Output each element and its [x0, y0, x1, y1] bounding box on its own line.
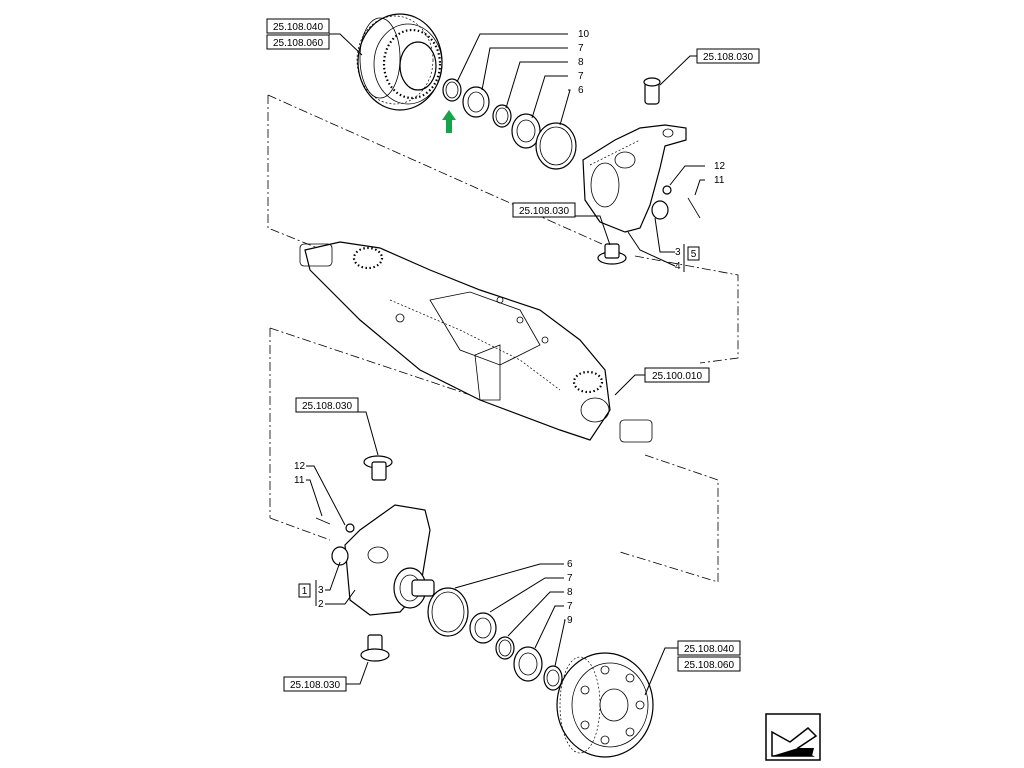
- bottom-bearing-set: [427, 587, 563, 691]
- svg-text:25.108.030: 25.108.030: [302, 401, 352, 412]
- svg-text:25.108.030: 25.108.030: [290, 680, 340, 691]
- green-up-arrow-icon: [442, 110, 456, 133]
- bottom-hub-assembly: [556, 652, 654, 758]
- item-2: 2: [318, 599, 324, 610]
- bearing-7-upper: [462, 86, 490, 118]
- item-3: 3: [318, 585, 324, 596]
- item-7: 7: [567, 601, 573, 612]
- item-8: 8: [578, 57, 584, 68]
- svg-text:25.108.030: 25.108.030: [519, 206, 569, 217]
- bearing-7-lower: [469, 612, 497, 644]
- item-12: 12: [294, 461, 306, 472]
- item-9: 9: [567, 615, 573, 626]
- item-7: 7: [578, 71, 584, 82]
- svg-text:25.108.060: 25.108.060: [273, 38, 323, 49]
- bearing-7b-lower: [513, 646, 543, 682]
- svg-text:25.108.060: 25.108.060: [684, 660, 734, 671]
- svg-text:25.108.040: 25.108.040: [273, 22, 323, 33]
- callout-left-upper-pivot[interactable]: 25.108.030: [295, 397, 359, 413]
- svg-text:5: 5: [691, 249, 697, 260]
- item-6: 6: [567, 559, 573, 570]
- svg-text:25.108.030: 25.108.030: [703, 52, 753, 63]
- item-6: 6: [578, 85, 584, 96]
- seal-6-upper: [535, 122, 577, 170]
- callout-axle-shaft[interactable]: 25.100.010: [644, 367, 710, 383]
- callout-bottom-right-a[interactable]: 25.108.040: [677, 640, 741, 656]
- callout-top-left-a[interactable]: 25.108.040: [266, 18, 330, 34]
- item-8: 8: [567, 587, 573, 598]
- bearing-7b-upper: [511, 113, 541, 149]
- item-1-box[interactable]: 1: [298, 583, 311, 598]
- seal-6-lower: [427, 587, 469, 637]
- item-7: 7: [578, 43, 584, 54]
- item-12: 12: [714, 161, 726, 172]
- ring-9: [543, 665, 563, 691]
- item-4: 4: [675, 261, 681, 272]
- callout-top-right-pivot[interactable]: 25.108.030: [696, 48, 760, 64]
- top-hub-assembly: [356, 13, 443, 111]
- top-steering-knuckle: [582, 77, 701, 265]
- svg-text:25.108.040: 25.108.040: [684, 644, 734, 655]
- item-11: 11: [714, 175, 725, 186]
- item-5-box[interactable]: 5: [687, 246, 700, 261]
- top-bearing-set: [442, 78, 577, 170]
- callout-top-left-b[interactable]: 25.108.060: [266, 34, 330, 50]
- next-page-arrow-icon[interactable]: [765, 713, 821, 761]
- axle-housing: [299, 241, 653, 443]
- lower-item-numbers: 12 11 3 2 6 7 8 7 9: [294, 461, 573, 626]
- item-3: 3: [675, 247, 681, 258]
- svg-text:25.100.010: 25.100.010: [652, 371, 702, 382]
- bottom-steering-knuckle: [315, 455, 435, 662]
- svg-text:1: 1: [302, 586, 308, 597]
- item-11: 11: [294, 475, 305, 486]
- callout-top-lower-pivot[interactable]: 25.108.030: [512, 202, 576, 218]
- item-7: 7: [567, 573, 573, 584]
- callout-bottom-right-b[interactable]: 25.108.060: [677, 656, 741, 672]
- leader-lines: [306, 33, 705, 696]
- item-10: 10: [578, 29, 590, 40]
- upper-item-numbers: 10 7 8 7 6 12 11 3 4: [578, 29, 726, 272]
- callout-left-lower-pivot[interactable]: 25.108.030: [283, 676, 347, 692]
